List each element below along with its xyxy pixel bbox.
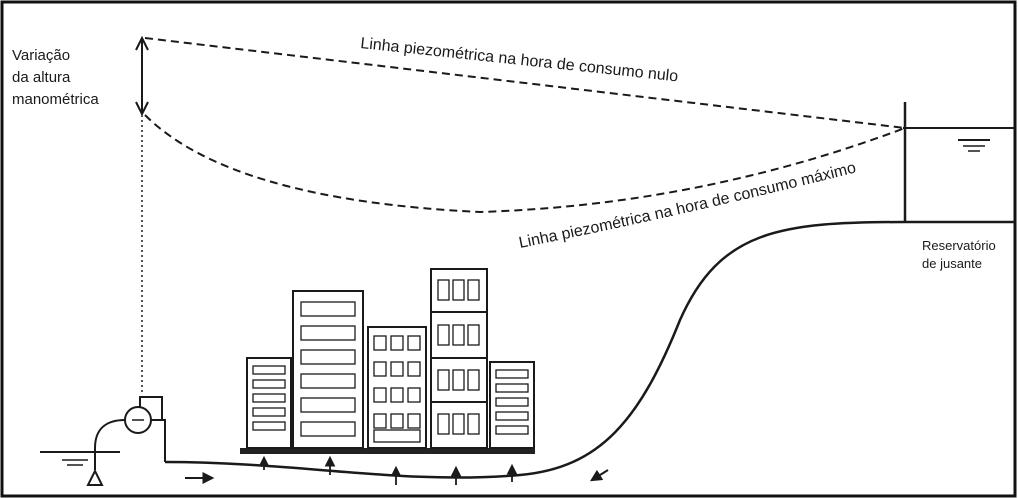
piezometric-null-label: Linha piezométrica na hora de consumo nu… (360, 35, 679, 85)
flow-arrows (185, 469, 609, 484)
reservoir-label-line-2: de jusante (922, 256, 982, 271)
building (367, 326, 427, 449)
supply-pipe (164, 220, 906, 479)
building (246, 357, 292, 449)
building (292, 290, 364, 449)
head-variation-arrow (135, 35, 149, 117)
city-ground (240, 448, 535, 454)
head-variation-line-1: Variação (12, 47, 70, 64)
building (430, 268, 488, 449)
buildings (246, 268, 535, 449)
reservoir-label-line-1: Reservatório (922, 238, 996, 253)
pump-icon (86, 396, 166, 486)
piezometric-line-null (144, 37, 906, 129)
reservoir-label: Reservatório de jusante (922, 238, 996, 271)
downstream-reservoir (903, 102, 1015, 224)
head-variation-line-2: da altura (12, 69, 71, 86)
head-variation-label: Variação da altura manométrica (12, 47, 99, 108)
piezometric-line-max (144, 114, 906, 214)
demand-arrows (258, 455, 518, 485)
head-variation-line-3: manométrica (12, 91, 99, 108)
building (489, 361, 535, 449)
upstream-water-level (40, 451, 120, 466)
